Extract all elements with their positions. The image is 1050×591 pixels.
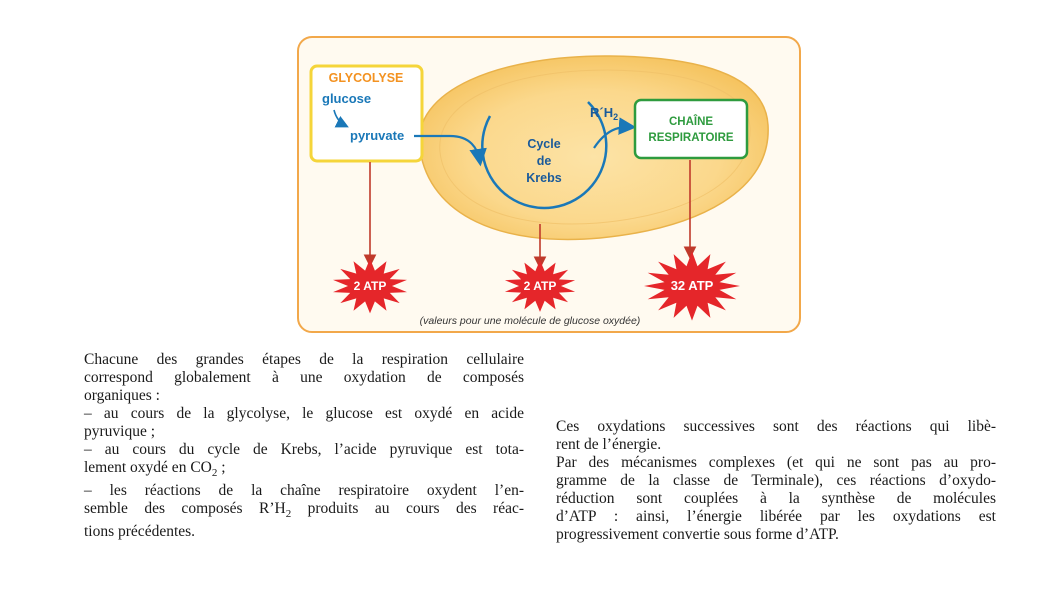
left-line-6: – au cours du cycle de Krebs, l’acide py… bbox=[84, 441, 524, 458]
right-line-2: rent de l’énergie. bbox=[556, 436, 662, 453]
atp-krebs-label: 2 ATP bbox=[524, 279, 557, 293]
chaine-respiratoire-box bbox=[633, 98, 749, 160]
left-line-4: – au cours de la glycolyse, le glucose e… bbox=[84, 405, 524, 422]
krebs-label-line1: Cycle bbox=[527, 137, 560, 151]
atp-chaine-label: 32 ATP bbox=[671, 278, 714, 293]
krebs-label-line2: de bbox=[537, 154, 552, 168]
glycolyse-box bbox=[309, 64, 424, 163]
atp-star-glycolyse bbox=[333, 258, 407, 314]
chaine-label-line2: RESPIRATOIRE bbox=[648, 132, 734, 144]
krebs-label-line3: Krebs bbox=[526, 171, 561, 185]
right-text-column: Ces oxydations successives sont des réac… bbox=[556, 418, 996, 544]
glycolyse-title: GLYCOLYSE bbox=[329, 71, 404, 85]
left-line-2: correspond globalement à une oxydation d… bbox=[84, 369, 524, 386]
respiration-diagram: GLYCOLYSE glucose pyruvate Cycle de Kreb… bbox=[297, 36, 801, 333]
left-line-1: Chacune des grandes étapes de la respira… bbox=[84, 351, 524, 368]
atp-star-krebs bbox=[504, 260, 576, 312]
right-line-3: Par des mécanismes complexes (et qui ne … bbox=[556, 454, 996, 471]
left-line-8: – les réactions de la chaîne respiratoir… bbox=[84, 482, 524, 500]
glucose-label: glucose bbox=[322, 91, 371, 106]
krebs-cycle-circle bbox=[481, 101, 608, 210]
pyruvate-to-krebs-arrow bbox=[414, 134, 487, 167]
rh2-arrow bbox=[593, 117, 637, 149]
chaine-label-line1: CHAÎNE bbox=[669, 115, 713, 128]
left-line-5: pyruvique ; bbox=[84, 423, 156, 440]
pyruvate-label: pyruvate bbox=[350, 128, 404, 143]
left-line-10: tions précédentes. bbox=[84, 523, 196, 541]
right-line-1: Ces oxydations successives sont des réac… bbox=[556, 418, 996, 435]
right-line-6: d’ATP : ainsi, l’énergie libérée par les… bbox=[556, 508, 996, 525]
diagram-caption: (valeurs pour une molécule de glucose ox… bbox=[420, 315, 641, 327]
atp-glycolyse-label: 2 ATP bbox=[354, 279, 387, 293]
left-line-7: lement oxydé en CO2 ; bbox=[84, 459, 226, 480]
rh2-label: R´H2 bbox=[590, 105, 618, 122]
left-line-3: organiques : bbox=[84, 387, 160, 404]
right-line-4: gramme de la classe de Terminale), ces r… bbox=[556, 472, 996, 489]
left-text-column: Chacune des grandes étapes de la respira… bbox=[84, 351, 524, 541]
glucose-to-pyruvate-arrow bbox=[333, 109, 349, 128]
left-line-9: semble des composés R’H2 produits au cou… bbox=[84, 500, 525, 521]
atp-star-chaine bbox=[644, 251, 740, 321]
right-line-5: réduction sont couplées à la synthèse de… bbox=[556, 490, 996, 507]
right-line-7: progressivement convertie sous forme d’A… bbox=[556, 526, 839, 543]
